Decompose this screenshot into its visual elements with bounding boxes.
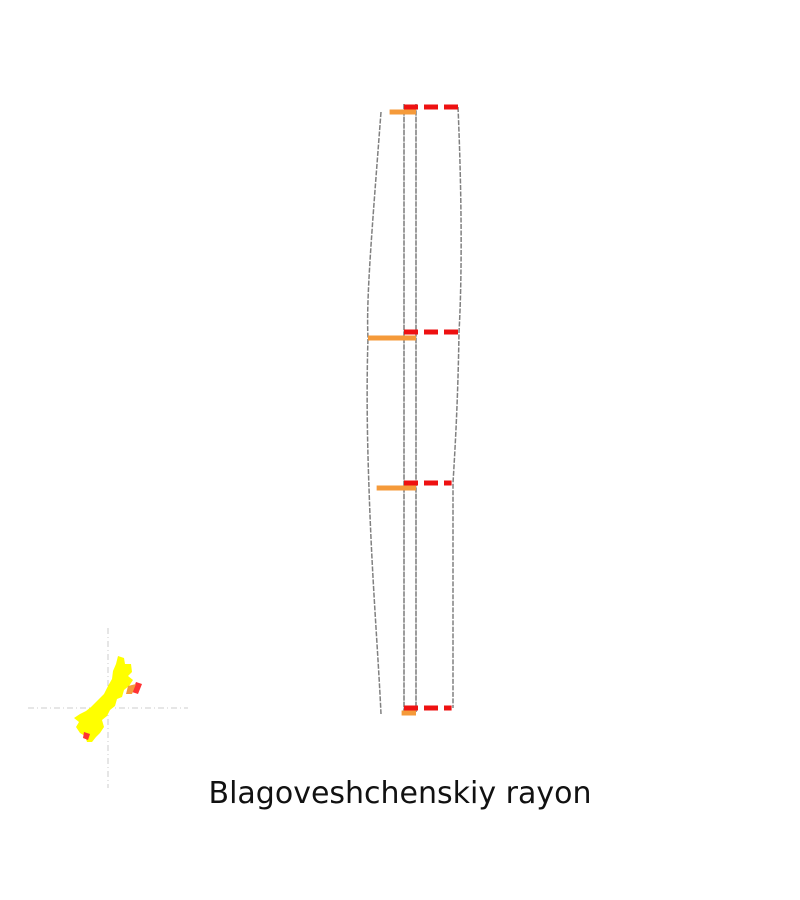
chart-title: Blagoveshchenskiy rayon <box>208 776 592 811</box>
right-profile-outline <box>452 106 462 708</box>
left-profile-outline <box>366 111 382 715</box>
inner-outline <box>403 104 417 712</box>
locator-highlight-orange <box>126 684 136 694</box>
locator-highlight-red-small <box>83 732 90 740</box>
locator-region-shape <box>74 656 133 742</box>
locator-highlight-red <box>132 682 142 694</box>
locator-map-inset <box>28 628 188 788</box>
plot-area <box>366 104 462 716</box>
bars-layer <box>368 104 460 716</box>
